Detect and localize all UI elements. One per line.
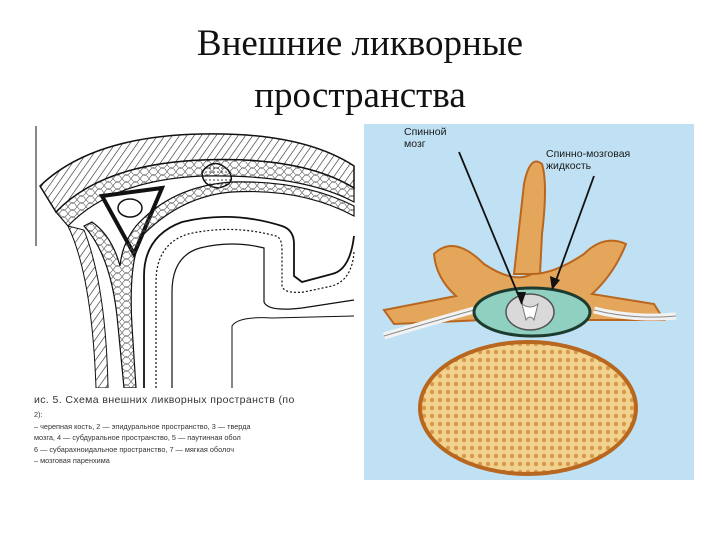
- caption-line: мозга, 4 — субдуральное пространство, 5 …: [34, 433, 241, 442]
- label-spinal-cord: Спинной мозг: [404, 126, 446, 150]
- label-csf: Спинно-мозговая жидкость: [546, 148, 630, 172]
- caption-title: ис. 5. Схема внешних ликворных пространс…: [34, 394, 295, 406]
- spinous-process: [512, 160, 546, 275]
- meninges-drawing: [35, 126, 355, 388]
- vertebra-drawing: [382, 151, 677, 476]
- figure-caption: ис. 5. Схема внешних ликворных пространс…: [34, 394, 360, 467]
- title-line-1: Внешние ликворные: [196, 23, 524, 64]
- caption-line: – мозговая паренхима: [34, 456, 110, 465]
- meninges-schematic: ис. 5. Схема внешних ликворных пространс…: [32, 126, 362, 476]
- label-text: жидкость: [546, 160, 592, 172]
- vertebra-illustration: Спинной мозг Спинно-мозговая жидкость: [364, 124, 694, 480]
- arrow-csf: [553, 175, 595, 287]
- label-text: Спинной: [404, 126, 447, 138]
- label-text: Спинно-мозговая: [546, 148, 631, 160]
- title-line-2: пространства: [254, 75, 466, 116]
- caption-line: – черепная кость, 2 — эпидуральное прост…: [34, 421, 251, 431]
- arrow-spinal-cord: [458, 151, 523, 305]
- vertebral-body: [418, 340, 638, 476]
- brain-gyrus: [143, 215, 355, 388]
- vertebral-arch: [382, 239, 666, 326]
- caption-line: 6 — субарахноидальное пространство, 7 — …: [34, 444, 235, 454]
- arachnoid-granulation: [201, 162, 233, 189]
- slide-title: Внешние ликворные пространства: [0, 18, 720, 122]
- caption-line: 2):: [34, 410, 43, 419]
- label-text: мозг: [404, 138, 426, 150]
- dura-mater: [55, 158, 355, 227]
